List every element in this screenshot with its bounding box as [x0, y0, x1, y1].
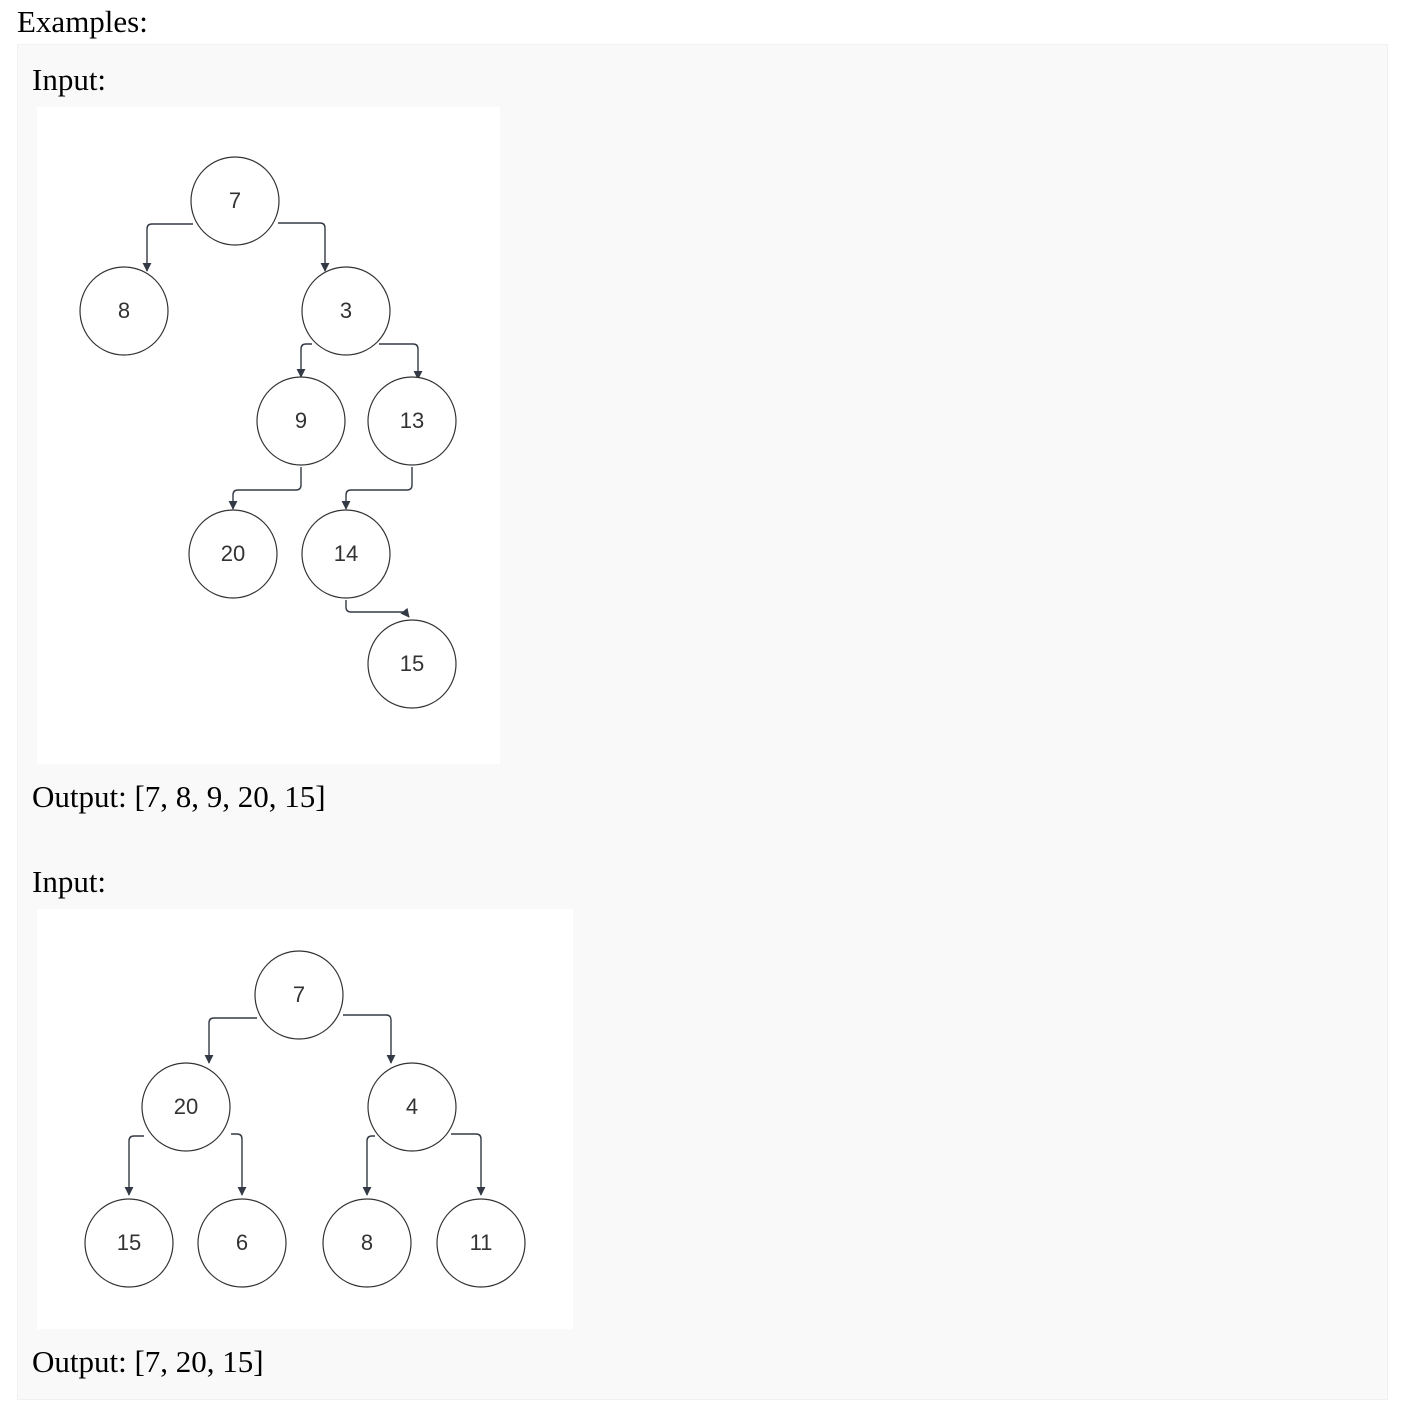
- node-label: 8: [118, 298, 130, 323]
- example-2-tree-svg: 7 20 4 15 6 8 11: [84, 950, 526, 1288]
- edge-7-to-20: [204, 1017, 257, 1064]
- edge-7-to-4: [343, 1014, 396, 1064]
- example-2-tree-diagram: 7 20 4 15 6 8 11: [37, 909, 573, 1329]
- example-1-tree-svg: 7 8 3 9 13 20 14 15: [79, 156, 457, 709]
- example-1-output: Output: [7, 8, 9, 20, 15]: [32, 777, 326, 817]
- node-label: 15: [400, 651, 424, 676]
- tree-node: 7: [254, 950, 344, 1040]
- tree-node: 9: [256, 376, 346, 466]
- node-label: 8: [361, 1230, 373, 1255]
- node-label: 20: [221, 541, 245, 566]
- edge-14-to-15: [345, 600, 410, 618]
- edge-4-to-11: [451, 1133, 486, 1196]
- node-label: 3: [340, 298, 352, 323]
- tree-node: 6: [197, 1198, 287, 1288]
- edge-7-to-8: [142, 223, 193, 272]
- node-label: 6: [236, 1230, 248, 1255]
- tree-node: 20: [188, 509, 278, 599]
- example-1-tree-diagram: 7 8 3 9 13 20 14 15: [37, 107, 500, 764]
- edge-13-to-14: [341, 467, 413, 510]
- tree-node: 15: [367, 619, 457, 709]
- node-label: 4: [406, 1094, 418, 1119]
- output-value: [7, 20, 15]: [134, 1344, 264, 1379]
- node-label: 14: [334, 541, 358, 566]
- edge-3-to-13: [379, 343, 423, 380]
- edge-20-to-6: [231, 1133, 247, 1196]
- examples-heading: Examples:: [17, 4, 148, 39]
- output-value: [7, 8, 9, 20, 15]: [134, 779, 326, 814]
- tree-node: 8: [322, 1198, 412, 1288]
- tree-node: 7: [190, 156, 280, 246]
- node-label: 7: [293, 982, 305, 1007]
- tree-node: 3: [301, 266, 391, 356]
- node-label: 9: [295, 408, 307, 433]
- tree-node: 20: [141, 1062, 231, 1152]
- example-2-input-label: Input:: [32, 864, 107, 899]
- node-label: 20: [174, 1094, 198, 1119]
- tree-node: 14: [301, 509, 391, 599]
- tree-node: 13: [367, 376, 457, 466]
- tree-node: 15: [84, 1198, 174, 1288]
- output-label: Output:: [32, 1344, 127, 1379]
- edge-7-to-3: [278, 222, 330, 272]
- example-2-output: Output: [7, 20, 15]: [32, 1342, 264, 1382]
- node-label: 11: [470, 1230, 493, 1255]
- edge-3-to-9: [296, 343, 312, 378]
- edge-4-to-8: [362, 1135, 375, 1196]
- tree-node: 4: [367, 1062, 457, 1152]
- tree-node: 11: [436, 1198, 526, 1288]
- node-label: 13: [400, 408, 424, 433]
- edge-9-to-20: [228, 467, 302, 510]
- output-label: Output:: [32, 779, 127, 814]
- edge-20-to-15: [124, 1135, 144, 1196]
- example-1-input-label: Input:: [32, 62, 107, 97]
- node-label: 7: [229, 188, 241, 213]
- node-label: 15: [117, 1230, 141, 1255]
- tree-node: 8: [79, 266, 169, 356]
